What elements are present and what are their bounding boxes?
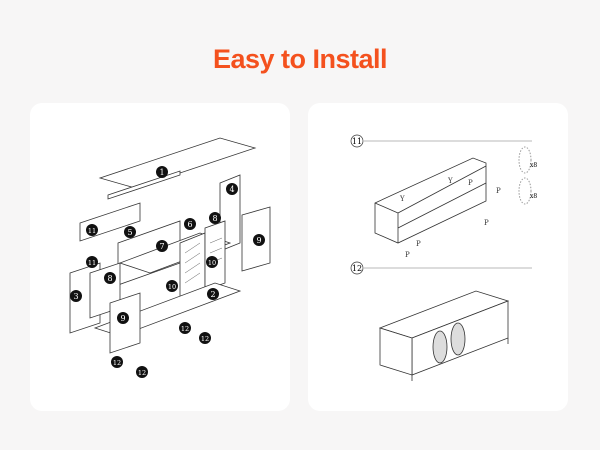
part-number-marker — [226, 183, 238, 195]
part-number-marker — [111, 356, 123, 368]
assembly-steps-panel: 11 P P P P P Y Y x8 x8 12 — [308, 103, 568, 411]
part-number-label: 8 — [212, 214, 217, 223]
part-number-label: 2 — [210, 290, 215, 299]
part-number-marker — [86, 256, 98, 268]
assembled-cabinet — [378, 290, 510, 381]
part-number-marker — [104, 272, 116, 284]
label-y: Y — [399, 195, 405, 203]
qty-label: x8 — [530, 162, 537, 169]
top-panel — [98, 137, 257, 189]
label-p: P — [496, 187, 501, 195]
part-number-label: 12 — [181, 325, 189, 333]
part-number-label: 1 — [159, 168, 164, 177]
part-number-marker — [199, 332, 211, 344]
page-title: Easy to Install — [212, 44, 388, 74]
part-number-marker — [70, 290, 82, 302]
step-12-label: 12 — [352, 264, 362, 273]
label-p: P — [484, 219, 489, 227]
part-number-label: 12 — [138, 369, 146, 377]
label-p: P — [405, 251, 410, 259]
part-number-label: 12 — [201, 335, 209, 343]
part-number-marker — [253, 234, 265, 246]
part-number-marker — [184, 218, 196, 230]
door-middle-glass — [204, 220, 226, 291]
part-number-marker — [86, 224, 98, 236]
part-number-label: 10 — [208, 259, 216, 267]
part-number-label: 3 — [73, 292, 78, 301]
label-p: P — [468, 179, 473, 187]
exploded-assembly-diagram: 1 4 11 6 8 9 5 7 11 8 3 10 10 2 9 12 12 12 12 — [69, 137, 271, 378]
dowel-icon — [518, 177, 532, 205]
part-number-label: 11 — [88, 259, 96, 267]
part-number-label: 4 — [229, 185, 234, 194]
step-11-label: 11 — [352, 137, 362, 146]
qty-label: x8 — [530, 193, 537, 200]
label-y: Y — [447, 177, 453, 185]
part-number-marker — [124, 226, 136, 238]
part-number-marker — [156, 166, 168, 178]
step-11-marker — [350, 134, 364, 148]
exploded-view-panel: 1 4 11 6 8 9 5 7 11 8 3 10 10 2 9 12 12 12 12 — [30, 103, 290, 411]
part-number-label: 7 — [159, 242, 164, 251]
part-number-marker — [207, 288, 219, 300]
part-number-label: 10 — [168, 283, 176, 291]
part-number-label: 11 — [88, 227, 96, 235]
part-number-label: 5 — [127, 228, 132, 237]
cabinet-back-view — [374, 157, 487, 244]
part-number-label: 6 — [187, 220, 192, 229]
step-12-marker — [350, 261, 364, 275]
part-number-label: 12 — [113, 359, 121, 367]
part-number-label: 9 — [120, 314, 125, 323]
part-number-marker — [156, 240, 168, 252]
label-p: P — [416, 240, 421, 248]
part-number-marker — [166, 280, 178, 292]
assembly-steps-diagram: 11 P P P P P Y Y x8 x8 12 — [350, 134, 537, 381]
part-number-marker — [206, 256, 218, 268]
part-number-marker — [136, 366, 148, 378]
part-number-marker — [179, 322, 191, 334]
part-number-label: 8 — [107, 274, 112, 283]
screw-icon — [518, 146, 532, 174]
part-number-label: 9 — [256, 236, 261, 245]
part-number-marker — [209, 212, 221, 224]
part-number-marker — [117, 312, 129, 324]
